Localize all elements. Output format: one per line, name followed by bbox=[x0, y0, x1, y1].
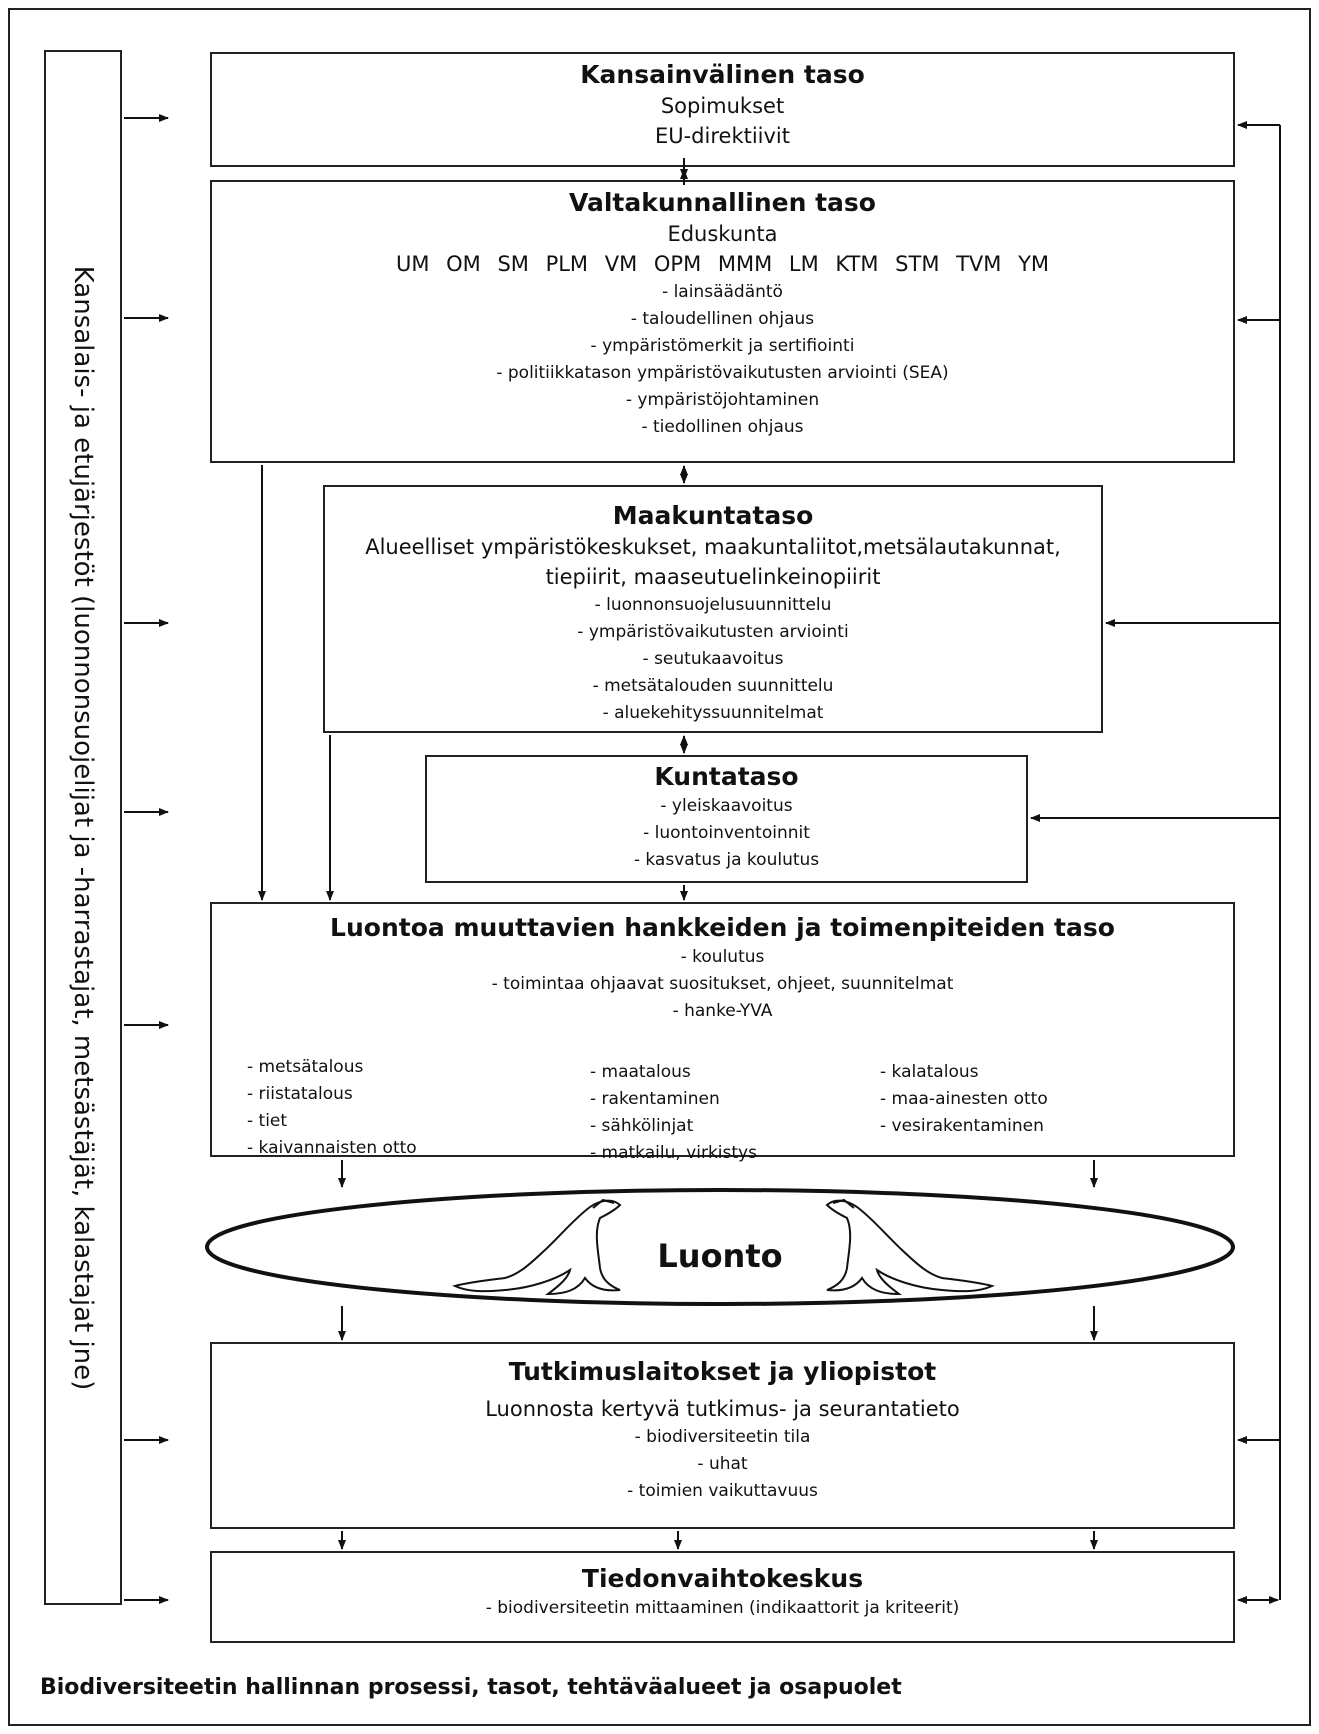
exchange-title: Tiedonvaihtokeskus bbox=[581, 1564, 864, 1593]
sector-column: - kalatalous - maa-ainesten otto - vesir… bbox=[880, 1059, 1048, 1140]
research-item: - toimien vaikuttavuus bbox=[627, 1481, 818, 1501]
regional-item: - luonnonsuojelusuunnittelu bbox=[594, 595, 832, 615]
nature-ellipse bbox=[205, 1188, 1235, 1306]
municipal-level-box: Kuntataso - yleiskaavoitus - luontoinven… bbox=[425, 755, 1028, 883]
seal-icon bbox=[825, 1198, 995, 1296]
sector-item: - riistatalous bbox=[247, 1084, 353, 1104]
national-title: Valtakunnallinen taso bbox=[569, 188, 876, 217]
projects-item: - hanke-YVA bbox=[672, 1001, 773, 1021]
national-item: - politiikkatason ympäristövaikutusten a… bbox=[496, 363, 949, 383]
national-item: - ympäristömerkit ja sertifiointi bbox=[590, 336, 855, 356]
national-level-box: Valtakunnallinen taso Eduskunta UM OM SM… bbox=[210, 180, 1235, 463]
seal-icon bbox=[452, 1198, 622, 1296]
regional-item: - aluekehityssuunnitelmat bbox=[602, 703, 824, 723]
research-item: - biodiversiteetin tila bbox=[634, 1427, 811, 1447]
sector-item: - matkailu, virkistys bbox=[590, 1143, 757, 1163]
sector-item: - vesirakentaminen bbox=[880, 1116, 1044, 1136]
international-line: EU-direktiivit bbox=[654, 124, 791, 148]
sector-column: - metsätalous - riistatalous - tiet - ka… bbox=[247, 1054, 417, 1162]
projects-item: - koulutus bbox=[680, 947, 765, 967]
regional-item: - ympäristövaikutusten arviointi bbox=[577, 622, 849, 642]
figure-frame bbox=[8, 8, 1311, 1726]
projects-title: Luontoa muuttavien hankkeiden ja toimenp… bbox=[330, 913, 1115, 942]
sector-item: - maa-ainesten otto bbox=[880, 1089, 1048, 1109]
international-level-box: Kansainvälinen taso Sopimukset EU-direkt… bbox=[210, 52, 1235, 167]
research-box: Tutkimuslaitokset ja yliopistot Luonnost… bbox=[210, 1342, 1235, 1529]
regional-item: - metsätalouden suunnittelu bbox=[592, 676, 834, 696]
regional-item: - seutukaavoitus bbox=[642, 649, 784, 669]
projects-item: - toimintaa ohjaavat suositukset, ohjeet… bbox=[491, 974, 954, 994]
ministries-list: UM OM SM PLM VM OPM MMM LM KTM STM TVM Y… bbox=[395, 252, 1050, 276]
regional-level-box: Maakuntataso Alueelliset ympäristökeskuk… bbox=[323, 485, 1103, 733]
national-item: - tiedollinen ohjaus bbox=[641, 417, 804, 437]
national-item: - ympäristöjohtaminen bbox=[625, 390, 820, 410]
exchange-item: - biodiversiteetin mittaaminen (indikaat… bbox=[485, 1598, 960, 1618]
nature-label: Luonto bbox=[657, 1237, 783, 1275]
international-title: Kansainvälinen taso bbox=[580, 60, 865, 89]
research-item: - uhat bbox=[697, 1454, 748, 1474]
sector-item: - kaivannaisten otto bbox=[247, 1138, 417, 1158]
sector-item: - sähkölinjat bbox=[590, 1116, 694, 1136]
regional-title: Maakuntataso bbox=[612, 501, 814, 530]
research-title: Tutkimuslaitokset ja yliopistot bbox=[508, 1357, 937, 1386]
national-item: - lainsäädäntö bbox=[662, 282, 783, 302]
stakeholders-box: Kansalais- ja etujärjestöt (luonnonsuoje… bbox=[44, 50, 122, 1605]
sector-item: - kalatalous bbox=[880, 1062, 979, 1082]
figure-caption: Biodiversiteetin hallinnan prosessi, tas… bbox=[40, 1675, 902, 1700]
municipal-item: - yleiskaavoitus bbox=[660, 796, 793, 816]
projects-level-box: Luontoa muuttavien hankkeiden ja toimenp… bbox=[210, 902, 1235, 1163]
international-line: Sopimukset bbox=[660, 94, 785, 118]
sector-item: - tiet bbox=[247, 1111, 288, 1131]
sector-item: - rakentaminen bbox=[590, 1089, 720, 1109]
sector-column: - maatalous - rakentaminen - sähkölinjat… bbox=[590, 1059, 757, 1167]
exchange-box: Tiedonvaihtokeskus - biodiversiteetin mi… bbox=[210, 1551, 1235, 1643]
national-subtitle: Eduskunta bbox=[667, 222, 778, 246]
municipal-item: - luontoinventoinnit bbox=[643, 823, 810, 843]
municipal-title: Kuntataso bbox=[654, 762, 799, 791]
national-item: - taloudellinen ohjaus bbox=[630, 309, 815, 329]
regional-subtitle: Alueelliset ympäristökeskukset, maakunta… bbox=[365, 535, 1061, 559]
municipal-item: - kasvatus ja koulutus bbox=[633, 850, 820, 870]
sector-item: - metsätalous bbox=[247, 1057, 364, 1077]
regional-subtitle: tiepiirit, maaseutuelinkeinopiirit bbox=[545, 565, 881, 589]
research-subtitle: Luonnosta kertyvä tutkimus- ja seurantat… bbox=[485, 1397, 960, 1421]
sector-item: - maatalous bbox=[590, 1062, 691, 1082]
